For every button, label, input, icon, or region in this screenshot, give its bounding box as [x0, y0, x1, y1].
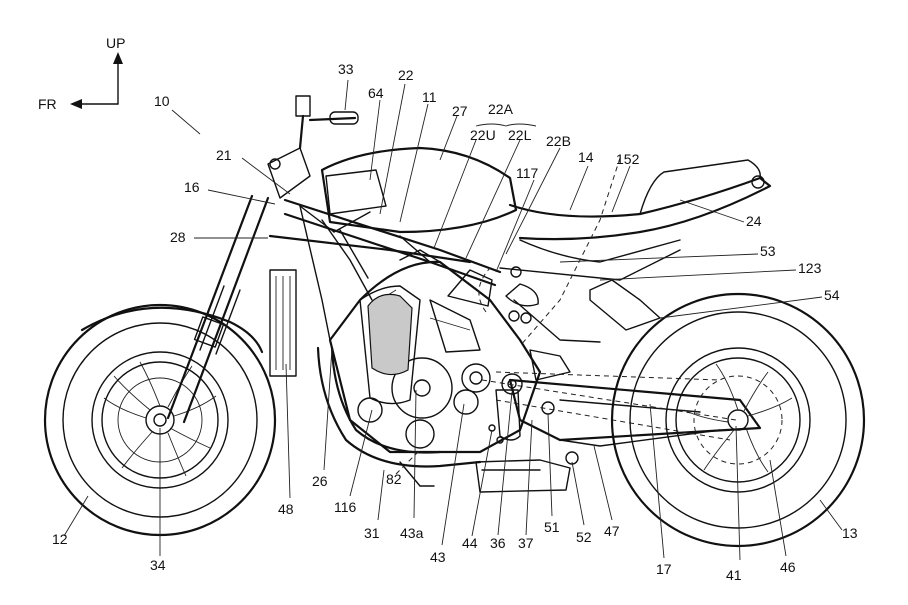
label-48: 48	[278, 501, 294, 517]
label-53: 53	[760, 243, 776, 259]
label-37: 37	[518, 535, 534, 551]
label-33: 33	[338, 61, 354, 77]
label-16: 16	[184, 179, 200, 195]
handlebar	[267, 95, 359, 199]
exhaust	[316, 346, 571, 493]
label-54: 54	[824, 287, 840, 303]
label-64: 64	[368, 85, 384, 101]
label-123: 123	[798, 260, 822, 276]
label-27: 27	[452, 103, 468, 119]
radiator	[269, 269, 297, 377]
label-41: 41	[726, 567, 742, 583]
label-52: 52	[576, 529, 592, 545]
label-22L: 22L	[508, 127, 532, 143]
label-51: 51	[544, 519, 560, 535]
label-152: 152	[616, 151, 640, 167]
label-36: 36	[490, 535, 506, 551]
label-22B: 22B	[546, 133, 571, 149]
pivot-area	[488, 349, 579, 465]
label-21: 21	[216, 147, 232, 163]
label-43: 43	[430, 549, 446, 565]
shock-axis	[519, 157, 621, 347]
line-117	[478, 267, 491, 313]
label-47: 47	[604, 523, 620, 539]
label-22A: 22A	[488, 101, 514, 117]
label-17: 17	[656, 561, 672, 577]
orientation-arrows	[70, 52, 123, 109]
label-82: 82	[386, 471, 402, 487]
stand	[399, 461, 435, 487]
label-14: 14	[578, 149, 594, 165]
label-12: 12	[52, 531, 68, 547]
label-43a: 43a	[400, 525, 424, 541]
front-label: FR	[38, 96, 57, 112]
label-34: 34	[150, 557, 166, 573]
fuel-tank	[320, 146, 518, 234]
label-26: 26	[312, 473, 328, 489]
label-31: 31	[364, 525, 380, 541]
up-label: UP	[106, 35, 125, 51]
label-46: 46	[780, 559, 796, 575]
label-117: 117	[516, 165, 539, 181]
swingarm	[495, 371, 762, 447]
airbox-64	[325, 169, 387, 215]
label-11: 11	[422, 89, 437, 105]
leader-lines	[63, 79, 843, 561]
air-cleaner	[367, 293, 413, 376]
label-13: 13	[842, 525, 858, 541]
front-fork	[166, 194, 270, 424]
label-116: 116	[334, 499, 357, 515]
label-28: 28	[170, 229, 186, 245]
label-22U: 22U	[470, 127, 496, 143]
label-24: 24	[746, 213, 762, 229]
chain-path	[481, 379, 737, 421]
front-fender	[80, 306, 264, 354]
label-22: 22	[398, 67, 414, 83]
seat-tail	[508, 159, 772, 263]
label-44: 44	[462, 535, 478, 551]
label-10: 10	[154, 93, 170, 109]
